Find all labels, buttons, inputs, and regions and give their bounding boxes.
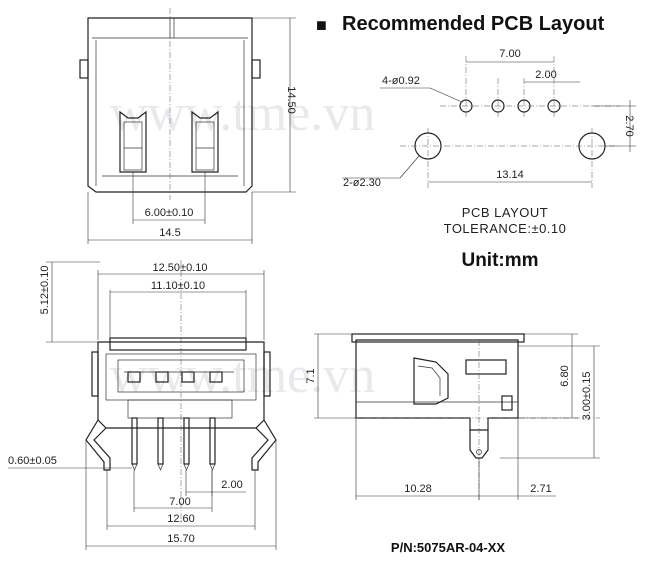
pin-pitch-total-label: 7.00: [169, 496, 190, 508]
side-height-label: 7.1: [305, 368, 317, 383]
pin-height-label: 3.00±0.15: [581, 372, 593, 421]
title-bullet: ■: [316, 15, 327, 35]
pcb-layout: 7.00 2.00 2.70 4-ø0.92 2-ø2.30 13.14 PCB…: [342, 48, 636, 236]
part-number: P/N:5075AR-04-XX: [391, 540, 505, 555]
page-title: Recommended PCB Layout: [342, 13, 605, 35]
side-height-right-label: 6.80: [559, 365, 571, 386]
front-view: 14.50 6.00±0.10 14.5: [79, 8, 297, 244]
outer-width-label: 12.50±0.10: [153, 262, 208, 274]
pcb-row-offset-label: 2.70: [623, 115, 635, 136]
side-length-label: 10.28: [404, 483, 432, 495]
side-view: 7.1 6.80 3.00±0.15 10.28 2.71: [305, 333, 600, 500]
pcb-pitch-total-label: 7.00: [499, 48, 520, 60]
watermark-bottom: www.tme.vn: [110, 347, 375, 404]
pcb-note-line2: TOLERANCE:±0.10: [444, 221, 567, 236]
inner-width-label: 11.10±0.10: [151, 280, 205, 292]
side-tail-label: 2.71: [530, 483, 551, 495]
pcb-pitch-label: 2.00: [535, 69, 556, 81]
pcb-note-line1: PCB LAYOUT: [462, 205, 548, 220]
large-holes-label: 2-ø2.30: [343, 177, 381, 189]
leg-span-label: 12.60: [167, 513, 195, 525]
body-height-label: 5.12±0.10: [39, 266, 51, 315]
total-width-label: 15.70: [167, 533, 195, 545]
large-span-label: 13.14: [496, 169, 524, 181]
front-width-label: 14.5: [159, 227, 180, 239]
front-height-label: 14.50: [285, 86, 297, 114]
pin-pitch-label: 2.00: [221, 479, 242, 491]
pin-width-label: 0.60±0.05: [8, 455, 57, 467]
slot-span-label: 6.00±0.10: [145, 207, 194, 219]
top-view: 12.50±0.10 11.10±0.10 5.12±0.10 0.60±0.0…: [8, 260, 277, 550]
unit-label: Unit:mm: [461, 250, 538, 271]
small-holes-label: 4-ø0.92: [382, 75, 420, 87]
watermark-top: www.tme.vn: [110, 85, 375, 142]
